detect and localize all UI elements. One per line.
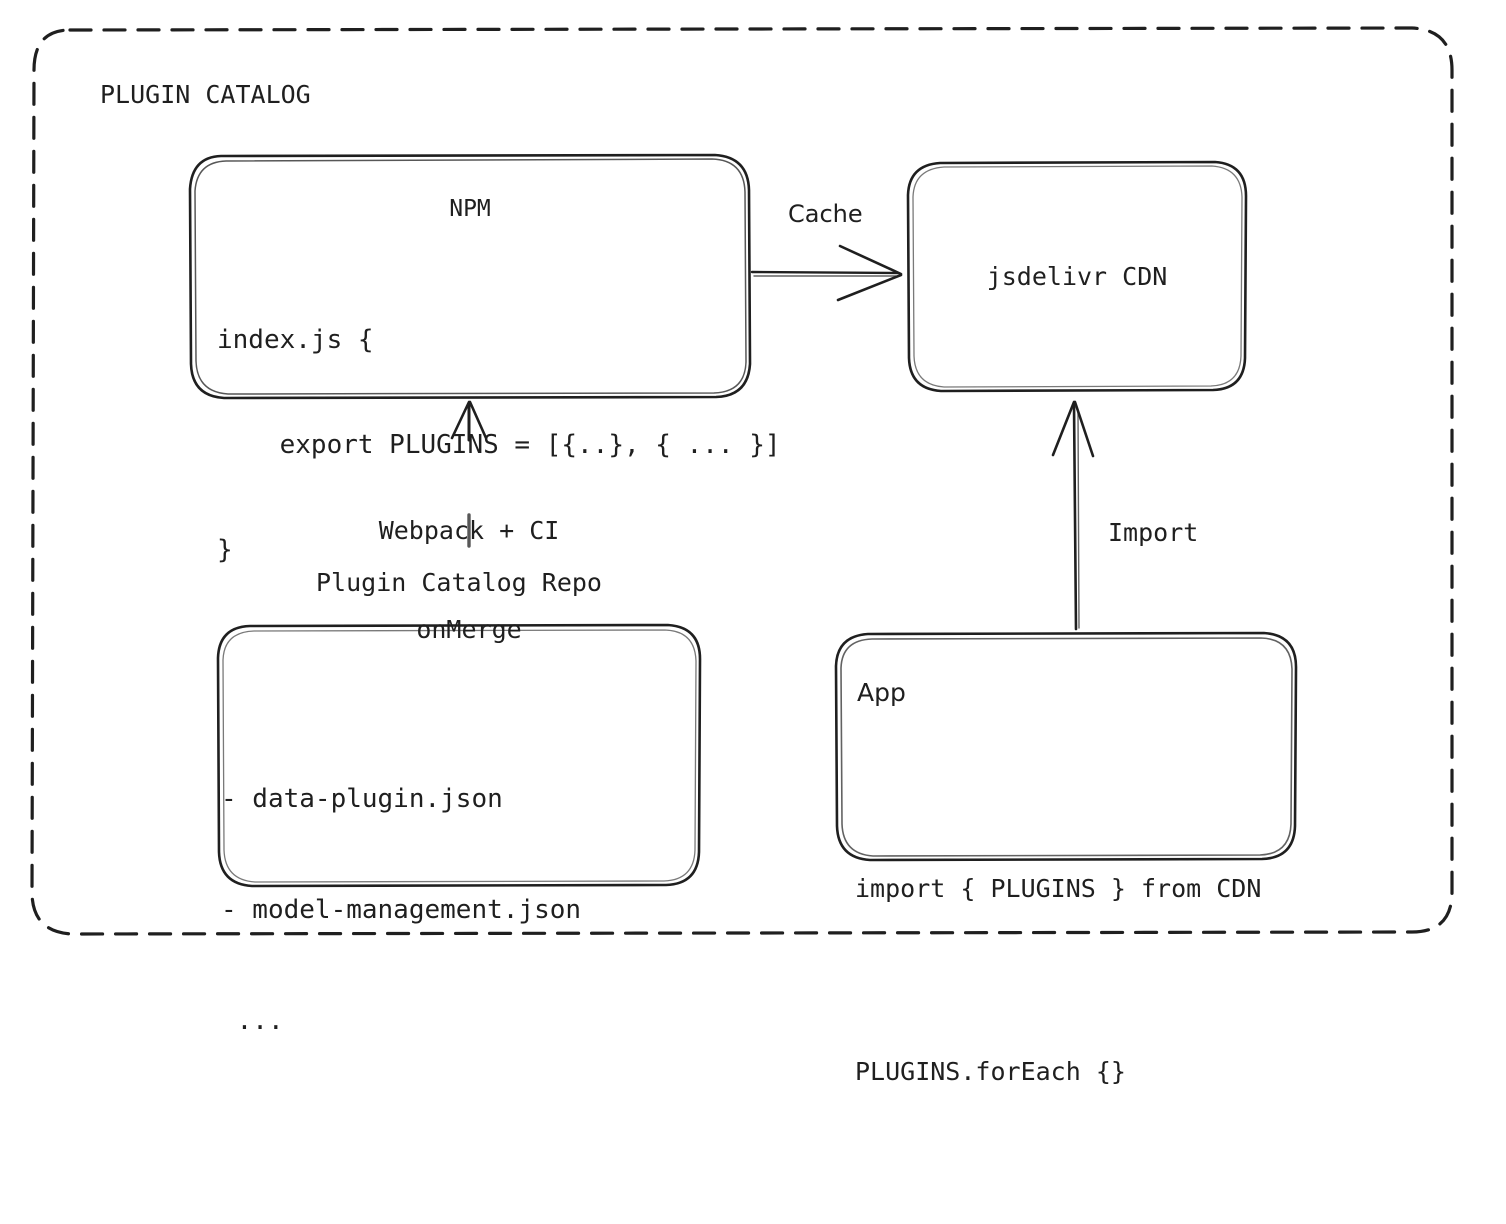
repo-file-item: - data-plugin.json (221, 784, 503, 814)
cdn-node-title: jsdelivr CDN (986, 262, 1168, 291)
page-title: PLUGIN CATALOG (100, 80, 311, 109)
diagram-canvas: PLUGIN CATALOG NPM index.js { export PLU… (30, 26, 1454, 1086)
edge-label-cache: Cache (788, 200, 863, 228)
app-node-title: App (857, 678, 906, 707)
edge-label-line: Webpack + CI (378, 516, 560, 545)
app-node-code: import { PLUGINS } from CDN PLUGINS.forE… (855, 736, 1261, 1224)
edge-label-line: onMerge (416, 615, 522, 644)
npm-code-line: index.js { (217, 325, 374, 355)
repo-node-caption: Plugin Catalog Repo (316, 568, 602, 597)
npm-code-line: export PLUGINS = [{..}, { ... }] (217, 430, 781, 460)
repo-file-list: - data-plugin.json - model-management.js… (221, 707, 581, 1114)
repo-file-item: - model-management.json (221, 895, 582, 925)
app-code-line: PLUGINS.forEach {} (855, 1057, 1126, 1086)
npm-node-code: index.js { export PLUGINS = [{..}, { ...… (217, 253, 781, 638)
npm-node-title: NPM (449, 196, 491, 222)
npm-code-line: } (217, 535, 233, 565)
edge-app-to-cdn (1051, 400, 1095, 631)
repo-file-item: ... (221, 1006, 284, 1036)
edge-label-webpack-ci: Webpack + CI onMerge (329, 448, 609, 712)
app-code-line: import { PLUGINS } from CDN (855, 874, 1262, 903)
edge-label-import: Import (1108, 518, 1199, 547)
